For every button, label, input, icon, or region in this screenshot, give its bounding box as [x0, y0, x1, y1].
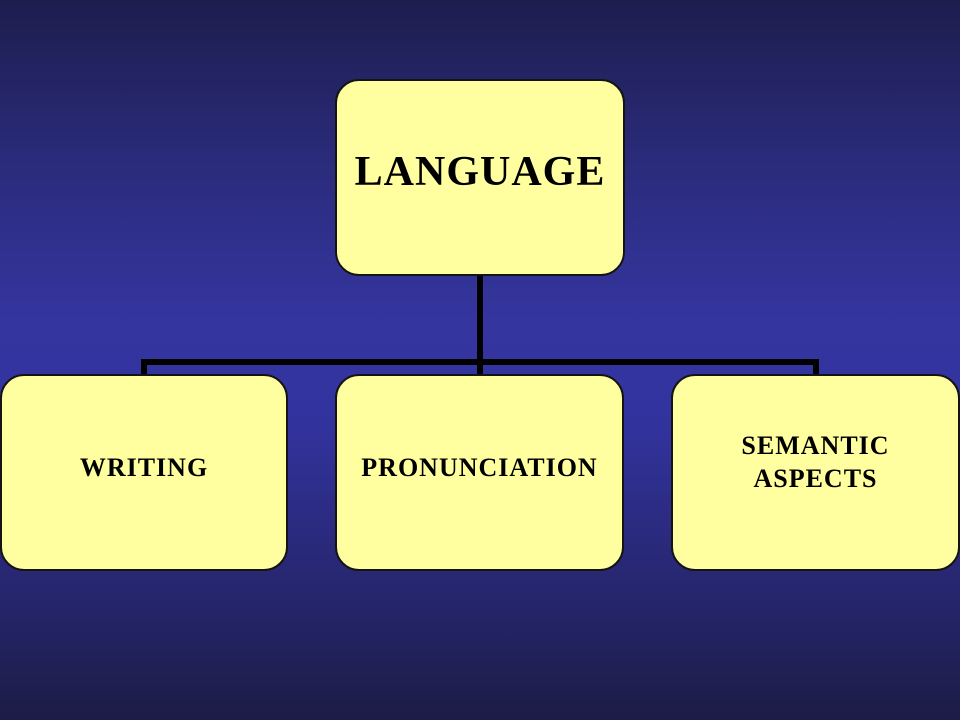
node-language-label: LANGUAGE	[354, 148, 606, 195]
node-semantic-aspects: SEMANTIC ASPECTS	[671, 374, 960, 571]
connector-root-stem	[477, 276, 483, 364]
node-writing-label: WRITING	[79, 453, 209, 482]
connector-drop-pronunciation	[477, 359, 483, 376]
node-semantic-aspects-label: SEMANTIC ASPECTS	[741, 430, 890, 493]
connector-drop-writing	[141, 359, 147, 376]
node-pronunciation: PRONUNCIATION	[335, 374, 624, 571]
node-writing: WRITING	[0, 374, 288, 571]
node-language: LANGUAGE	[335, 79, 625, 276]
node-pronunciation-label: PRONUNCIATION	[361, 453, 598, 482]
connector-drop-semantic	[813, 359, 819, 376]
